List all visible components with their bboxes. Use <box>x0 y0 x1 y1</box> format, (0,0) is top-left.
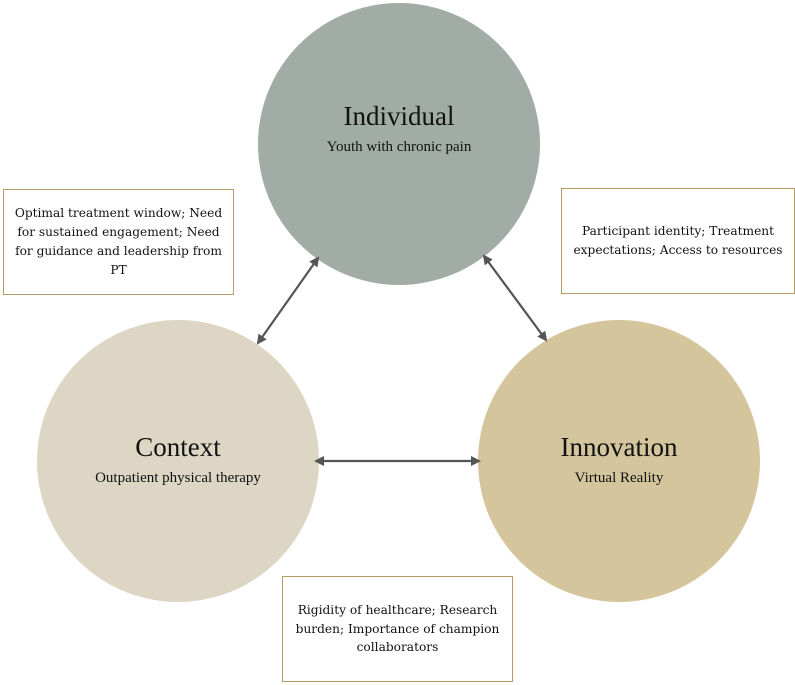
context-innovation-factors-box: Rigidity of healthcare; Research burden;… <box>282 576 513 682</box>
individual-context-arrow <box>256 256 320 345</box>
context-subtitle: Outpatient physical therapy <box>95 470 261 487</box>
innovation-node: Innovation Virtual Reality <box>478 320 760 602</box>
individual-node: Individual Youth with chronic pain <box>258 3 540 285</box>
context-innovation-factors-text: Rigidity of healthcare; Research burden;… <box>295 602 500 655</box>
context-node: Context Outpatient physical therapy <box>37 320 319 602</box>
individual-context-factors-text: Optimal treatment window; Need for susta… <box>14 206 223 277</box>
individual-innovation-arrow <box>482 254 548 342</box>
individual-title: Individual <box>343 101 455 132</box>
individual-innovation-factors-text: Participant identity; Treatment expectat… <box>573 224 783 257</box>
individual-innovation-factors-box: Participant identity; Treatment expectat… <box>561 188 795 294</box>
context-title: Context <box>135 432 221 463</box>
innovation-title: Innovation <box>560 432 678 463</box>
individual-subtitle: Youth with chronic pain <box>326 139 472 156</box>
innovation-subtitle: Virtual Reality <box>574 470 664 487</box>
individual-context-factors-box: Optimal treatment window; Need for susta… <box>3 189 234 295</box>
